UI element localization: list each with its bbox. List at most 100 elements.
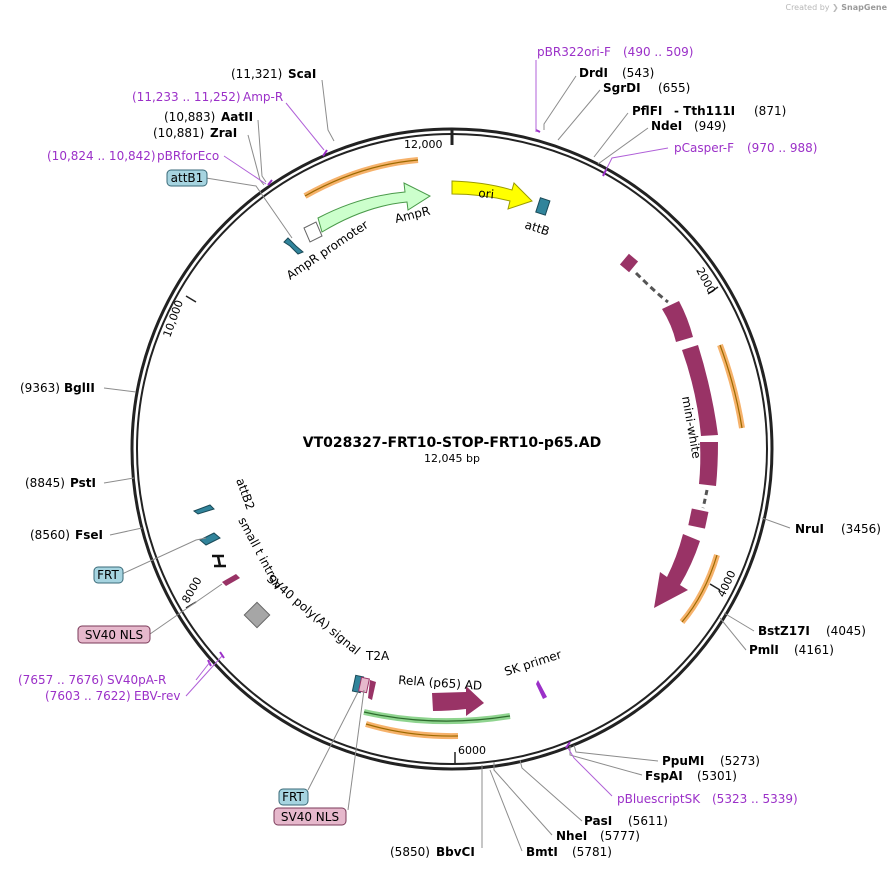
leader-frt1 <box>121 537 207 575</box>
leader-fsei <box>109 527 143 536</box>
miniwhite-exon-5 <box>688 508 709 529</box>
site-pos-sgrdi: (655) <box>658 81 690 95</box>
primer-range-pbr322ori: (490 .. 509) <box>623 45 693 59</box>
credit-prefix: Created by <box>785 3 830 12</box>
primer-range-pbrforeco: (10,824 .. 10,842) <box>47 149 156 163</box>
primer-name-sv40par: SV40pA-R <box>107 673 166 687</box>
primer-range-pcasper: (970 .. 988) <box>747 141 817 155</box>
leader-sv40pa-r <box>195 661 211 681</box>
site-name-nhei: NheI <box>556 829 587 843</box>
ampr-label: AmpR <box>393 204 431 226</box>
site-name-pflfi: PflFI <box>632 104 662 118</box>
attb1-box <box>166 169 208 187</box>
site-pos-zrai: (10,881) <box>153 126 204 140</box>
primer-arc-bottom-core <box>365 723 459 737</box>
site-pos-aatii: (10,883) <box>164 110 215 124</box>
leader-scai <box>321 79 335 142</box>
site-name-zrai: ZraI <box>210 126 237 140</box>
site-name-bbvci: BbvCI <box>436 845 475 859</box>
leader-frt2 <box>307 691 359 791</box>
tick-label-2000: 2000 <box>693 265 718 296</box>
leader-pmli <box>719 617 747 651</box>
primer-range-ampr: (11,233 .. 11,252) <box>132 90 241 104</box>
tick-label-6000: 6000 <box>458 744 486 757</box>
leader-pbluescriptsk <box>567 747 613 797</box>
leader-nrui <box>761 517 791 529</box>
primer-name-pbluescriptsk: pBluescriptSK <box>617 792 701 806</box>
site-name-nrui: NruI <box>795 522 824 536</box>
primer-arc-ampr-top <box>303 157 419 199</box>
amp-r-primer-mark <box>322 149 328 157</box>
leader-pasi <box>519 759 583 822</box>
plasmid-name: VT028327-FRT10-STOP-FRT10-p65.AD <box>303 435 601 451</box>
attb2-label: attB2 <box>233 476 257 511</box>
credit-brand: SnapGene <box>841 3 887 12</box>
site-pos-fspai: (5301) <box>697 769 737 783</box>
sv40nls-box-1-label: SV40 NLS <box>85 628 143 642</box>
primer-range-sv40par: (7657 .. 7676) <box>18 673 104 687</box>
site-pos-bglii: (9363) <box>20 381 60 395</box>
site-name-ndei: NdeI <box>651 119 682 133</box>
sv40nls-box-1 <box>77 625 151 644</box>
attb1-box-label: attB1 <box>171 171 204 185</box>
tick-label-8000: 8000 <box>179 575 204 606</box>
attb1-feature <box>283 237 304 255</box>
miniwhite-dash-1 <box>634 271 669 304</box>
site-name-bstz17i: BstZ17I <box>758 624 810 638</box>
site-name-fsei: FseI <box>75 528 103 542</box>
tick-label-4000: 4000 <box>715 568 739 599</box>
site-name-pmli: PmlI <box>749 643 779 657</box>
miniwhite-exon-2 <box>662 301 693 342</box>
pcasper-primer-mark <box>602 169 607 177</box>
sk-primer-feature <box>536 680 547 699</box>
rela-label: RelA (p65) AD <box>398 673 483 693</box>
primer-name-ampr: Amp-R <box>243 90 283 104</box>
rela-feature <box>432 686 484 716</box>
tick-mark-2000 <box>707 286 719 295</box>
miniwhite-exon-1 <box>619 253 639 273</box>
site-name-scai: ScaI <box>288 67 316 81</box>
leader-aatii <box>257 119 267 183</box>
leader-pflfi <box>593 112 629 158</box>
miniwhite-arrow-end <box>654 534 700 608</box>
leader-sv40nls2 <box>347 689 365 811</box>
site-pos-pmli: (4161) <box>794 643 834 657</box>
ori-feature <box>451 180 533 210</box>
backbone-outer <box>130 127 774 771</box>
relA-underline-green-core <box>363 711 511 722</box>
site-name-bmti: BmtI <box>526 845 558 859</box>
pbr322ori-primer-mark <box>535 129 541 133</box>
attb-label: attB <box>523 218 551 239</box>
primer-arc-bottom <box>365 721 459 740</box>
leader-pbrforeco <box>223 155 267 185</box>
site-pos-nrui: (3456) <box>841 522 881 536</box>
primer-name-pcasper: pCasper-F <box>674 141 734 155</box>
site-pos-ndei: (949) <box>694 119 726 133</box>
leader-ampr-primer <box>285 102 325 151</box>
t2a-feature <box>368 680 376 700</box>
site-pos-bbvci: (5850) <box>390 845 430 859</box>
frt-feature-1 <box>199 532 221 546</box>
ampr-feature <box>317 182 432 233</box>
site-name-bglii: BglII <box>64 381 95 395</box>
primer-name-ebvrev: EBV-rev <box>134 689 180 703</box>
site-name-tth111i: - Tth111I <box>674 104 735 118</box>
leader-ebv-rev <box>185 655 223 697</box>
site-pos-pasi: (5611) <box>628 814 668 828</box>
frt-box-2-label: FRT <box>282 790 304 804</box>
pbrforeco-primer-mark <box>267 179 273 186</box>
site-pos-bstz17i: (4045) <box>826 624 866 638</box>
ebv-rev-primer-mark <box>219 651 225 659</box>
miniwhite-exon-3 <box>682 345 718 436</box>
site-pos-psti: (8845) <box>25 476 65 490</box>
site-pos-fsei: (8560) <box>30 528 70 542</box>
primer-name-pbrforeco: pBRforEco <box>157 149 219 163</box>
site-name-fspai: FspAI <box>645 769 683 783</box>
site-pos-pflfi: (871) <box>754 104 786 118</box>
plasmid-length: 12,045 bp <box>424 452 480 465</box>
primer-range-pbluescriptsk: (5323 .. 5339) <box>712 792 798 806</box>
frt-box-2 <box>278 788 309 806</box>
primer-arc-miniwhite-core <box>719 344 743 429</box>
primer-range-ebvrev: (7603 .. 7622) <box>45 689 131 703</box>
primer-arc-nru-core <box>681 554 718 623</box>
